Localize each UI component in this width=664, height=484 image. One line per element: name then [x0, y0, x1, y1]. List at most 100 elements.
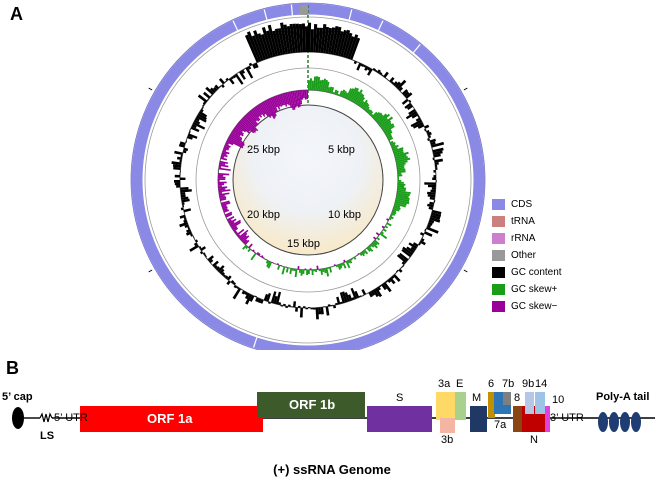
legend-swatch: [492, 250, 505, 261]
gc-content-bar: [233, 285, 237, 289]
gc-content-bar: [394, 272, 397, 275]
gc-skew-plus-bar: [315, 76, 319, 91]
gc-skew-plus-bar: [345, 260, 351, 269]
gc-skew-minus-bar: [219, 164, 229, 168]
gc-content-bar: [206, 98, 210, 101]
tick-label-20kbp: 20 kbp: [247, 209, 281, 221]
gc-content-bar: [198, 110, 208, 118]
gc-skew-plus-bar: [329, 86, 333, 93]
gc-content-bar: [340, 29, 351, 57]
gc-skew-minus-bar: [288, 91, 295, 111]
gc-skew-plus-bar: [358, 97, 366, 107]
gc-skew-minus-bar: [280, 264, 283, 267]
gc-content-bar: [401, 265, 405, 268]
gc-content-bar: [422, 235, 424, 239]
gc-skew-plus-bar: [394, 202, 407, 208]
gene-7a-label: 7a: [494, 419, 507, 431]
gc-skew-plus-bar: [359, 252, 363, 257]
gc-content-bar: [204, 254, 207, 258]
gc-skew-plus-bar: [360, 251, 365, 257]
gc-skew-minus-bar: [240, 235, 247, 242]
gc-content-bar: [283, 303, 286, 307]
gc-skew-minus-bar: [244, 239, 250, 245]
gc-skew-plus-bar: [389, 216, 394, 220]
gc-skew-minus-bar: [309, 268, 312, 270]
gc-content-bar: [431, 141, 445, 148]
gc-skew-plus-bar: [340, 89, 346, 97]
legend-label: GC skew+: [511, 284, 558, 295]
gc-skew-plus-bar: [327, 267, 330, 270]
gc-content-bar: [180, 187, 189, 191]
gc-skew-plus-bar: [375, 114, 384, 122]
gc-skew-minus-bar: [275, 95, 281, 107]
gc-skew-minus-bar: [219, 160, 229, 165]
gc-content-bar: [230, 279, 235, 284]
gc-skew-plus-bar: [313, 269, 316, 272]
gc-content-bar: [253, 30, 267, 60]
gc-content-bar: [367, 68, 373, 76]
gc-skew-plus-bar: [395, 157, 411, 163]
gc-skew-minus-bar: [243, 116, 259, 132]
gc-skew-minus-bar: [268, 98, 277, 113]
gc-content-bar: [217, 265, 225, 273]
gc-skew-minus-bar: [264, 100, 276, 120]
legend-label: GC skew−: [511, 301, 558, 312]
gc-skew-plus-bar: [384, 225, 389, 229]
gc-skew-minus-bar: [225, 142, 229, 146]
gc-skew-minus-bar: [249, 110, 260, 122]
gc-content-bar: [374, 287, 383, 298]
gc-skew-minus-bar: [231, 221, 242, 229]
gc-content-bar: [408, 242, 418, 250]
gc-content-bar: [428, 221, 433, 226]
gc-skew-plus-bar: [397, 185, 405, 188]
gc-skew-minus-bar: [221, 152, 227, 156]
gc-skew-plus-bar: [355, 92, 364, 105]
gc-content-bar: [195, 239, 199, 243]
gc-skew-minus-bar: [232, 129, 241, 137]
gc-content-bar: [181, 196, 189, 201]
gc-content-bar: [257, 33, 269, 60]
gc-content-bar: [419, 240, 426, 246]
gc-content-bar: [370, 290, 376, 296]
gc-skew-minus-bar: [218, 191, 223, 195]
gc-skew-plus-bar: [396, 192, 410, 197]
gc-content-bar: [332, 26, 342, 55]
gc-content-bar: [418, 242, 422, 246]
gc-skew-plus-bar: [374, 112, 383, 121]
gc-content-bar: [245, 67, 254, 79]
gc-skew-minus-bar: [235, 231, 238, 235]
gc-skew-plus-bar: [308, 80, 310, 91]
gc-content-bar: [187, 133, 198, 139]
gc-skew-minus-bar: [228, 218, 237, 224]
gene-3a-box: [436, 392, 455, 420]
gc-content-bar: [180, 194, 186, 198]
gc-skew-minus-bar: [259, 255, 262, 257]
gc-skew-plus-bar: [376, 237, 381, 241]
gc-skew-plus-bar: [394, 151, 404, 156]
gc-skew-plus-bar: [396, 160, 408, 165]
gc-skew-minus-bar: [262, 101, 272, 117]
gc-skew-plus-bar: [306, 269, 308, 276]
panel-a-label: A: [10, 4, 23, 24]
gc-skew-plus-bar: [386, 133, 392, 138]
gc-skew-minus-bar: [222, 206, 228, 210]
outer-tick: [463, 269, 468, 273]
circular-genome-map: [130, 2, 486, 350]
gc-skew-minus-bar: [256, 252, 260, 255]
gc-content-track: [171, 22, 445, 320]
gc-content-bar: [435, 164, 438, 168]
legend-label: GC content: [511, 267, 562, 278]
gc-content-bar: [433, 169, 436, 173]
gc-content-bar: [182, 204, 185, 208]
gc-content-bar: [183, 208, 192, 213]
gc-skew-plus-bar: [345, 88, 353, 100]
gc-skew-minus-bar: [237, 122, 251, 134]
gc-content-bar: [209, 87, 216, 94]
gc-skew-minus-bar: [218, 167, 231, 171]
gene-3a-label: 3a: [438, 378, 451, 390]
gc-content-bar: [190, 126, 200, 133]
gc-skew-plus-bar: [353, 89, 363, 104]
gc-content-bar: [277, 28, 286, 55]
gc-content-bar: [431, 209, 442, 215]
gene-3b-box: [440, 418, 455, 433]
